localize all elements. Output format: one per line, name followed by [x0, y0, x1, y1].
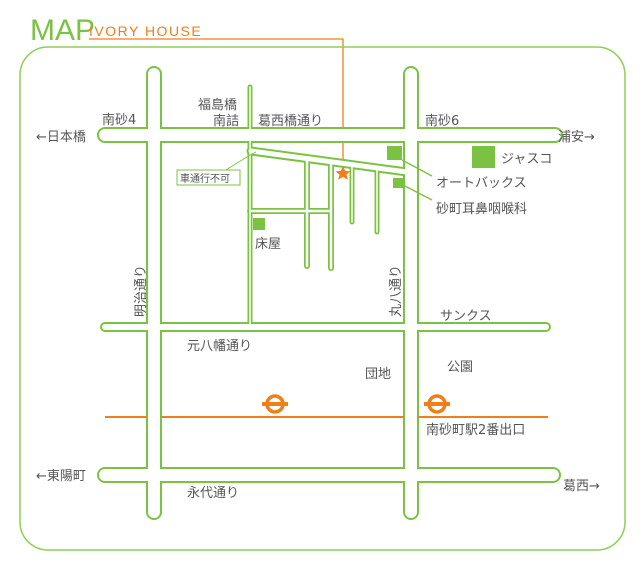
label-autobacs: オートバックス [436, 176, 527, 191]
label-danchi: 団地 [365, 367, 391, 382]
label-sunkus: サンクス [440, 309, 492, 324]
autobacs-marker [387, 146, 402, 160]
star-icon [335, 166, 351, 180]
label-meiji-dori: 明治通り [134, 265, 149, 317]
label-minamisuna6: 南砂6 [425, 113, 459, 129]
label-motohachiman-dori: 元八幡通り [187, 339, 252, 354]
leader-line [401, 159, 433, 177]
label-fukushimabashi: 福島橋 [198, 98, 237, 113]
label-barber: 床屋 [255, 237, 281, 252]
subway-icon [262, 394, 288, 414]
label-park: 公園 [447, 360, 473, 375]
leader-line [225, 151, 257, 171]
label-maruhachi-dori: 丸八通り [389, 265, 404, 317]
map-title: MAP [30, 14, 95, 47]
label-minamisuna4: 南砂4 [102, 112, 136, 128]
barber-marker [253, 218, 265, 230]
leader-line [402, 184, 433, 201]
map-frame [19, 46, 626, 551]
label-urayasu: 浦安→ [558, 130, 595, 145]
label-no-cars: 車通行不可 [180, 172, 230, 185]
label-station-exit: 南砂町駅2番出口 [426, 422, 525, 438]
ivory-house-label: IVORY HOUSE [89, 23, 202, 39]
label-ent-clinic: 砂町耳鼻咽喉科 [436, 201, 527, 217]
label-kasaibashi-dori: 葛西橋通り [258, 114, 323, 129]
jusco-marker [472, 146, 495, 168]
label-eitai-dori: 永代通り [187, 486, 239, 501]
clinic-marker [393, 178, 404, 188]
label-nihonbashi: ←日本橋 [36, 130, 86, 145]
no-cars-box [176, 169, 241, 186]
label-kasai: 葛西→ [563, 479, 600, 494]
label-jusco: ジャスコ [501, 152, 552, 167]
label-toyocho: ←東陽町 [36, 468, 86, 484]
subway-icon [424, 394, 450, 414]
label-minamizume: 南詰 [213, 113, 239, 129]
